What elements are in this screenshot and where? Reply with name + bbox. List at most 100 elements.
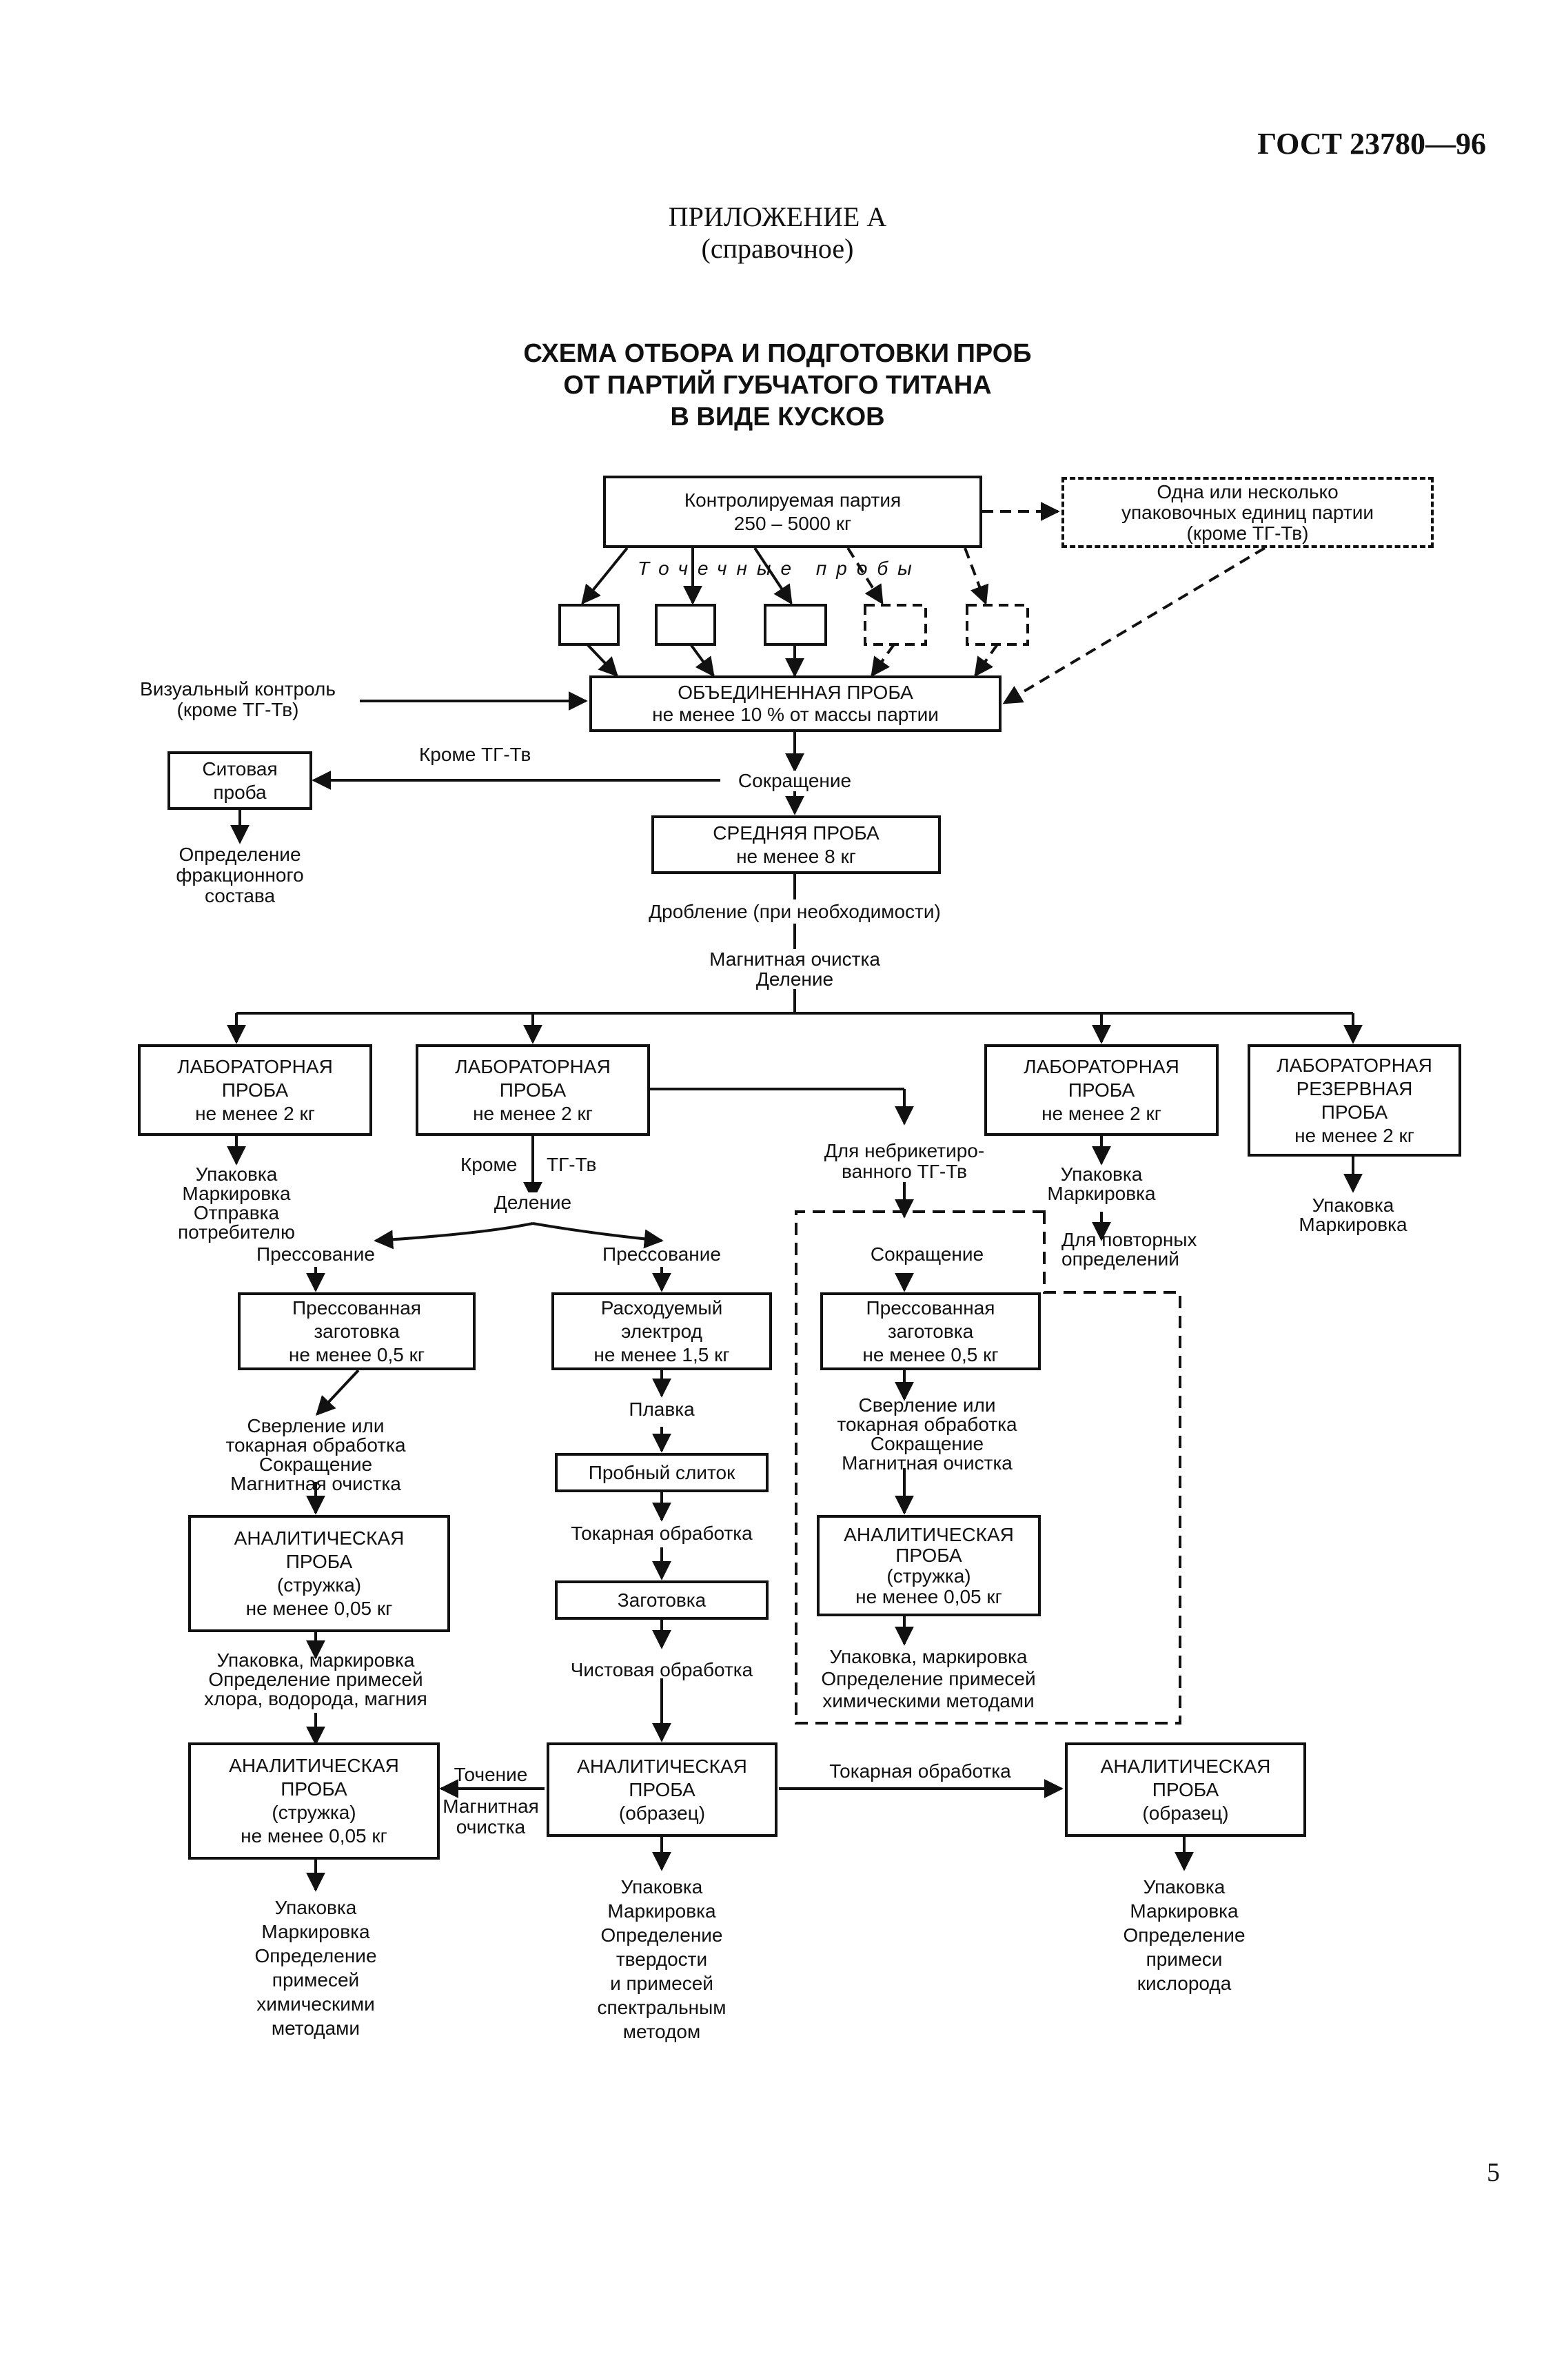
box-line: Прессованная	[866, 1296, 995, 1319]
repeat-determinations-label: Для повторных определений	[1061, 1230, 1197, 1269]
box-line: РЕЗЕРВНАЯ	[1296, 1077, 1413, 1099]
label-line: ванного ТГ-Тв	[842, 1161, 967, 1182]
box-line: АНАЛИТИЧЕСКАЯ	[577, 1755, 747, 1777]
fraction-composition-label: Определение фракционного состава	[176, 844, 303, 906]
label-line: примесей	[272, 1969, 360, 1991]
label-line: кислорода	[1137, 1973, 1232, 1994]
analytic-sample-2-box: АНАЛИТИЧЕСКАЯ ПРОБА (стружка) не менее 0…	[188, 1742, 440, 1860]
box-line: ПРОБА	[281, 1778, 347, 1800]
box-line: (стружка)	[276, 1574, 362, 1596]
label-line: Для небрикетиро-	[824, 1140, 985, 1161]
consumable-electrode-box: Расходуемый электрод не менее 1,5 кг	[551, 1292, 772, 1370]
box-line: не менее 1,5 кг	[593, 1343, 730, 1365]
box-line: не менее 0,05 кг	[241, 1825, 387, 1847]
box-line: ОБЪЕДИНЕННАЯ ПРОБА	[678, 682, 913, 703]
blank-box: Заготовка	[555, 1580, 769, 1620]
label-line: Маркировка	[1299, 1214, 1407, 1235]
label-line: Определение	[179, 844, 301, 865]
except-tgtv-label: Кроме ТГ-Тв	[419, 744, 531, 765]
pressed-blank-2-box: Прессованная заготовка не менее 0,5 кг	[820, 1292, 1041, 1370]
melting-label: Плавка	[629, 1398, 695, 1420]
box-line: (стружка)	[272, 1802, 356, 1823]
box-line: проба	[213, 781, 267, 803]
specimen-after-label: Упаковка Маркировка Определение твердост…	[597, 1875, 726, 2044]
box-line: ПРОБА	[221, 1079, 289, 1101]
box-line: Пробный слиток	[588, 1461, 735, 1483]
turning-2-label: Токарная обработка	[829, 1760, 1011, 1782]
label-line: химическими методами	[822, 1690, 1035, 1711]
label-line: Визуальный контроль	[140, 678, 336, 700]
label-line: Магнитная очистка	[230, 1473, 401, 1494]
label-line: методами	[271, 2017, 360, 2039]
label-line: и примесей	[610, 1973, 713, 1994]
box-line: (образец)	[618, 1802, 706, 1824]
label-line: Упаковка	[1312, 1194, 1394, 1216]
box-line: АНАЛИТИЧЕСКАЯ	[844, 1523, 1014, 1545]
reserve-after-label: Упаковка Маркировка	[1299, 1196, 1407, 1234]
box-line: электрод	[621, 1320, 702, 1342]
page-number: 5	[1487, 2158, 1500, 2187]
box-line: 250 – 5000 кг	[733, 512, 852, 534]
label-line: Для повторных	[1061, 1229, 1197, 1250]
label-line: Сокращение	[258, 1454, 373, 1475]
box-line: не менее 2 кг	[1041, 1102, 1161, 1124]
tgtv-label: ТГ-Тв	[547, 1154, 597, 1175]
box-line: Расходуемый	[600, 1296, 723, 1319]
box-line: не менее 2 кг	[473, 1102, 593, 1124]
drilling-2-label: Сверление или токарная обработка Сокраще…	[837, 1396, 1017, 1473]
label-line: Магнитная очистка	[709, 948, 880, 970]
label-line: Определение	[254, 1945, 377, 1966]
box-line: ЛАБОРАТОРНАЯ	[177, 1055, 333, 1077]
label-line: Упаковка	[1143, 1876, 1226, 1898]
box-line: ЛАБОРАТОРНАЯ	[455, 1055, 611, 1077]
lab-sample-2-box: ЛАБОРАТОРНАЯ ПРОБА не менее 2 кг	[416, 1044, 650, 1136]
box-line: не менее 0,5 кг	[862, 1343, 999, 1365]
label-line: состава	[204, 885, 276, 906]
box-line: заготовка	[314, 1320, 400, 1342]
label-line: Сокращение	[870, 1433, 984, 1454]
diagram-title-line-1: СХЕМА ОТБОРА И ПОДГОТОВКИ ПРОБ	[523, 339, 1032, 368]
turning-1-label: Токарная обработка	[571, 1523, 753, 1544]
label-line: методом	[622, 2021, 701, 2042]
label-line: очистка	[456, 1816, 526, 1838]
label-line: Определение	[600, 1924, 723, 1946]
point-samples-label: Точечные пробы	[638, 558, 922, 579]
box-line: Ситовая	[202, 757, 278, 780]
label-line: Маркировка	[261, 1921, 370, 1942]
lab3-after-label: Упаковка Маркировка	[1047, 1165, 1155, 1203]
label-line: Сверление или	[858, 1394, 996, 1416]
box-line: ПРОБА	[499, 1079, 567, 1101]
box-line: ПРОБА	[1068, 1079, 1135, 1101]
analytic-sample-1-box: АНАЛИТИЧЕСКАЯ ПРОБА (стружка) не менее 0…	[188, 1515, 450, 1632]
turning-point-label: Точение	[454, 1764, 528, 1785]
box-line: СРЕДНЯЯ ПРОБА	[713, 822, 880, 844]
division-label: Деление	[489, 1192, 576, 1213]
label-line: потребителю	[178, 1221, 295, 1243]
diagram-title-line-3: В ВИДЕ КУСКОВ	[670, 403, 885, 431]
lab-sample-3-box: ЛАБОРАТОРНАЯ ПРОБА не менее 2 кг	[984, 1044, 1219, 1136]
box-line: заготовка	[887, 1320, 974, 1342]
label-line: Упаковка, маркировка	[829, 1646, 1028, 1667]
label-line: Упаковка	[195, 1163, 278, 1185]
label-line: Упаковка	[1060, 1163, 1143, 1185]
standard-number: ГОСТ 23780—96	[1257, 127, 1486, 161]
controlled-lot-box: Контролируемая партия 250 – 5000 кг	[603, 476, 982, 548]
appendix-label: ПРИЛОЖЕНИЕ А	[668, 201, 887, 232]
box-line: ПРОБА	[1321, 1101, 1388, 1123]
label-line: хлора, водорода, магния	[204, 1688, 427, 1709]
box-line: не менее 8 кг	[736, 845, 856, 867]
label-line: Магнитная	[443, 1796, 539, 1817]
box-line: ПРОБА	[1152, 1778, 1219, 1800]
label-line: Определение примесей	[208, 1669, 423, 1690]
label-line: Маркировка	[1130, 1900, 1239, 1922]
box-line: не менее 0,5 кг	[288, 1343, 425, 1365]
analytic-1-after-label: Упаковка, маркировка Определение примесе…	[204, 1651, 427, 1709]
diagram-title-line-2: ОТ ПАРТИЙ ГУБЧАТОГО ТИТАНА	[563, 371, 992, 400]
lab-sample-1-box: ЛАБОРАТОРНАЯ ПРОБА не менее 2 кг	[138, 1044, 372, 1136]
except-label: Кроме	[460, 1154, 518, 1175]
analytic-3-after-label: Упаковка, маркировка Определение примесе…	[821, 1646, 1035, 1712]
label-line: Деление	[755, 968, 834, 990]
box-line: не менее 10 % от массы партии	[652, 704, 939, 725]
